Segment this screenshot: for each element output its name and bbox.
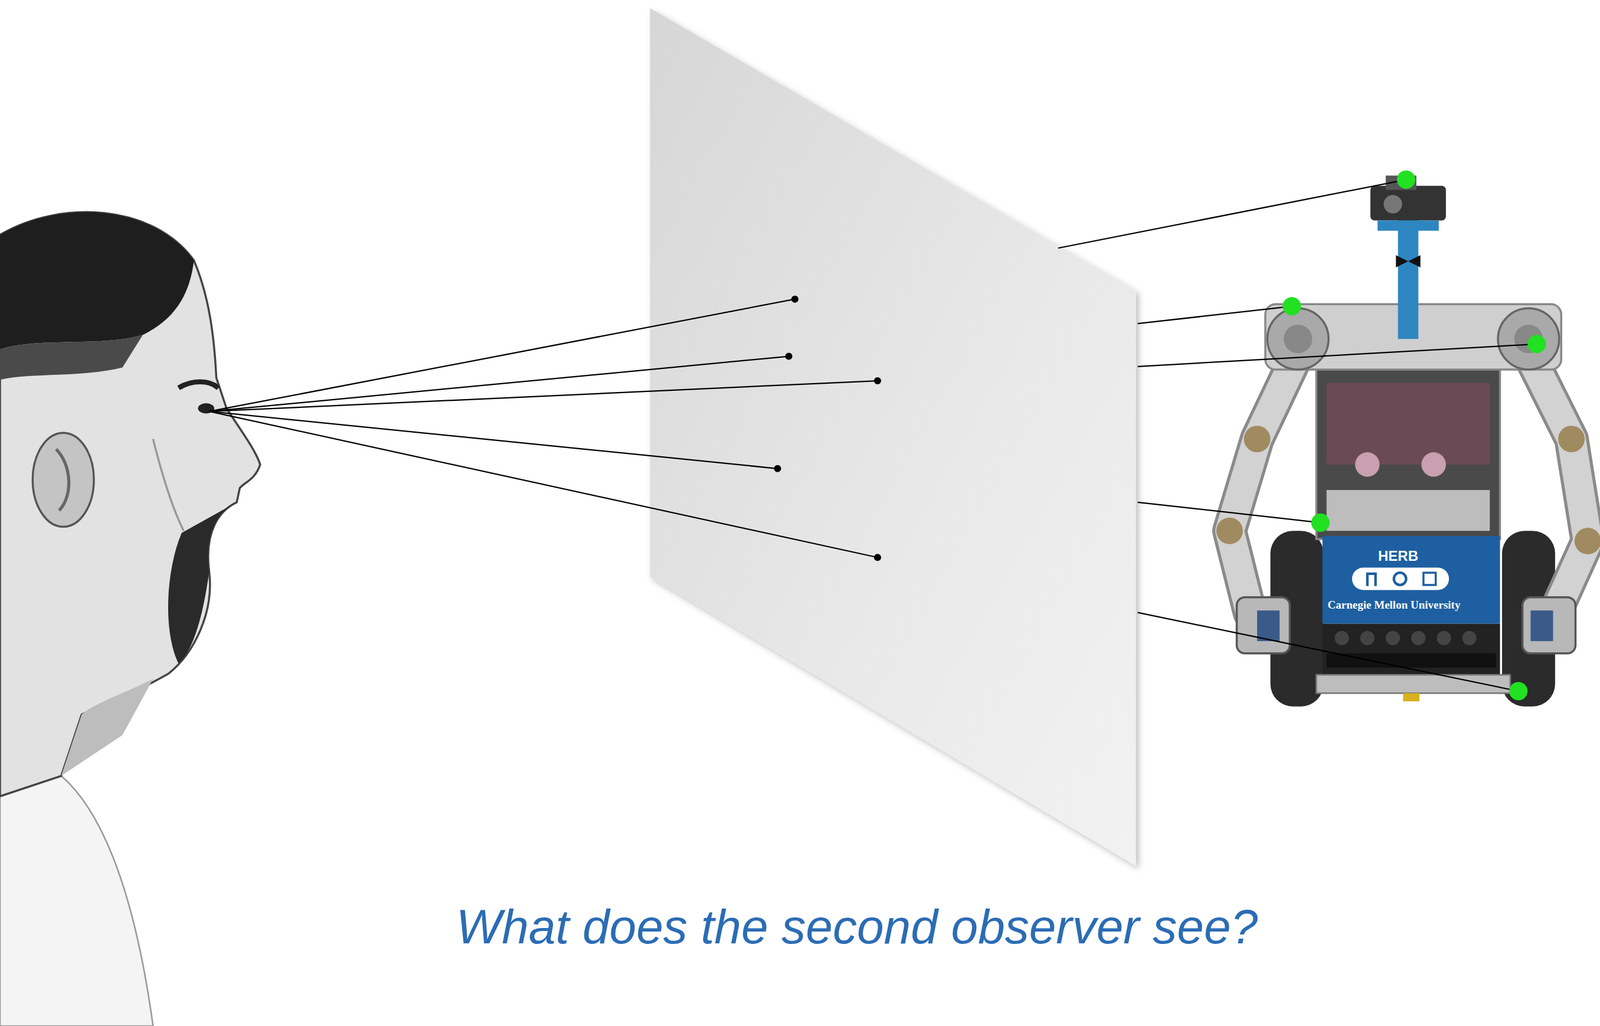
robot-part xyxy=(1377,220,1439,231)
scene-points-part xyxy=(1311,513,1330,532)
scene-points-part xyxy=(1396,170,1416,189)
robot-part xyxy=(1530,610,1553,641)
scene-points-part xyxy=(1282,296,1301,316)
observer-head-part xyxy=(152,439,184,532)
robot-part xyxy=(1497,308,1560,370)
robot-part xyxy=(1370,185,1446,221)
robot-part xyxy=(1229,357,1296,613)
robot-part xyxy=(1229,357,1296,613)
observer-head-part xyxy=(0,211,261,797)
observer-head-part xyxy=(32,432,94,527)
observer-head-part xyxy=(0,211,195,349)
projection-rays-part xyxy=(208,356,789,412)
robot-part xyxy=(1423,572,1436,585)
robot-part xyxy=(1530,357,1588,618)
scene-rays-part xyxy=(1137,502,1321,523)
robot-part xyxy=(1322,623,1501,675)
robot-part xyxy=(1267,308,1329,370)
robot-name-label: HERB xyxy=(1378,547,1419,565)
robot-part xyxy=(1574,527,1600,555)
robot-part xyxy=(1402,692,1420,702)
scene-rays xyxy=(1058,179,1537,691)
observer-head-part xyxy=(178,381,219,388)
projection-rays-part xyxy=(208,380,878,412)
observer-head-part xyxy=(168,502,237,664)
image-points-part xyxy=(773,465,781,473)
robot-part xyxy=(1326,653,1497,668)
robot-part xyxy=(1436,630,1451,646)
projection-rays-part xyxy=(208,411,778,469)
robot-part xyxy=(1367,573,1376,587)
scene-rays-part xyxy=(1137,612,1519,692)
scene-rays-part xyxy=(1137,306,1292,324)
scene-points-part xyxy=(1509,681,1528,700)
observer-head-part xyxy=(61,678,154,776)
robot-part xyxy=(1530,357,1588,618)
robot-part xyxy=(1216,517,1243,545)
robot-part xyxy=(1283,324,1312,353)
robot-part xyxy=(1334,630,1349,646)
robot-part xyxy=(1352,567,1449,591)
robot-part xyxy=(1326,489,1491,531)
robot-part xyxy=(1257,610,1280,641)
observer-head-part xyxy=(56,449,70,511)
observer-head xyxy=(0,211,261,1026)
observer-head-part xyxy=(0,775,153,1026)
robot-part xyxy=(1244,425,1271,453)
projection-rays-part xyxy=(208,411,878,558)
robot-part xyxy=(1394,572,1407,585)
university-label: Carnegie Mellon University xyxy=(1327,598,1461,612)
robot-part xyxy=(1462,630,1477,646)
image-points-part xyxy=(791,295,799,303)
image-plane xyxy=(649,8,1136,866)
robot-part xyxy=(1326,383,1491,465)
robot-part xyxy=(1322,535,1501,624)
image-plane-part xyxy=(649,8,1136,866)
robot-part xyxy=(1383,194,1402,214)
image-points-part xyxy=(874,377,882,385)
projection-rays xyxy=(208,299,878,558)
projection-rays-part xyxy=(208,299,795,412)
robot-part xyxy=(1398,216,1419,340)
robot-part xyxy=(1395,254,1420,268)
robot-part xyxy=(1558,425,1585,453)
scene-points xyxy=(1282,170,1546,701)
scene-rays-part xyxy=(1058,179,1407,248)
robot-part xyxy=(1316,365,1500,539)
observer-head-part xyxy=(0,334,143,380)
robot-part xyxy=(1421,452,1446,477)
caption-text: What does the second observer see? xyxy=(456,898,1258,955)
scene-points-part xyxy=(1527,334,1546,353)
scene-rays-part xyxy=(1137,344,1537,367)
robot xyxy=(1216,175,1600,706)
robot-part xyxy=(1236,597,1290,654)
robot-part xyxy=(1360,630,1375,646)
image-points-part xyxy=(874,553,882,561)
robot-part xyxy=(1355,452,1380,477)
robot-part xyxy=(1522,597,1576,654)
robot-part xyxy=(1385,630,1400,646)
image-points-part xyxy=(784,352,793,360)
robot-part xyxy=(1411,630,1426,646)
image-points xyxy=(773,295,882,562)
